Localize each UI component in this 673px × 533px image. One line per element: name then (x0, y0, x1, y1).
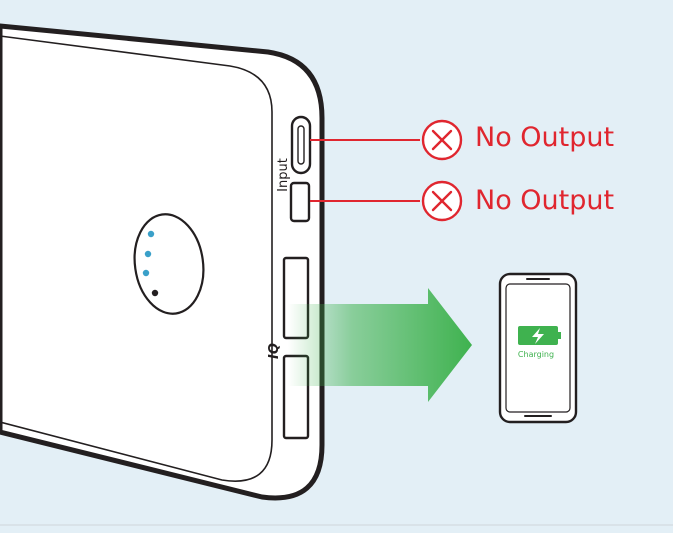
power-bank (0, 23, 325, 501)
power-button (133, 213, 205, 315)
x-circle-icon (421, 180, 463, 222)
led-indicator-3 (142, 269, 150, 277)
power-bank-inner-edge (0, 35, 273, 482)
led-indicator-4 (151, 289, 159, 297)
charging-status: Charging (518, 350, 554, 359)
iq-port-label: IQ (267, 343, 282, 359)
micro-usb-port (289, 181, 311, 223)
input-port-label: Input (276, 158, 291, 192)
usb-c-no-output-label: No Output (475, 122, 615, 153)
x-circle-icon (421, 119, 463, 161)
phone: Charging (498, 272, 578, 424)
led-indicator-2 (144, 250, 152, 258)
usb-c-port (290, 115, 312, 175)
phone-screen (505, 283, 571, 413)
output-arrow (288, 288, 472, 402)
lightning-icon (532, 328, 544, 344)
led-indicator-1 (147, 230, 155, 238)
micro-usb-no-output-label: No Output (475, 185, 615, 216)
